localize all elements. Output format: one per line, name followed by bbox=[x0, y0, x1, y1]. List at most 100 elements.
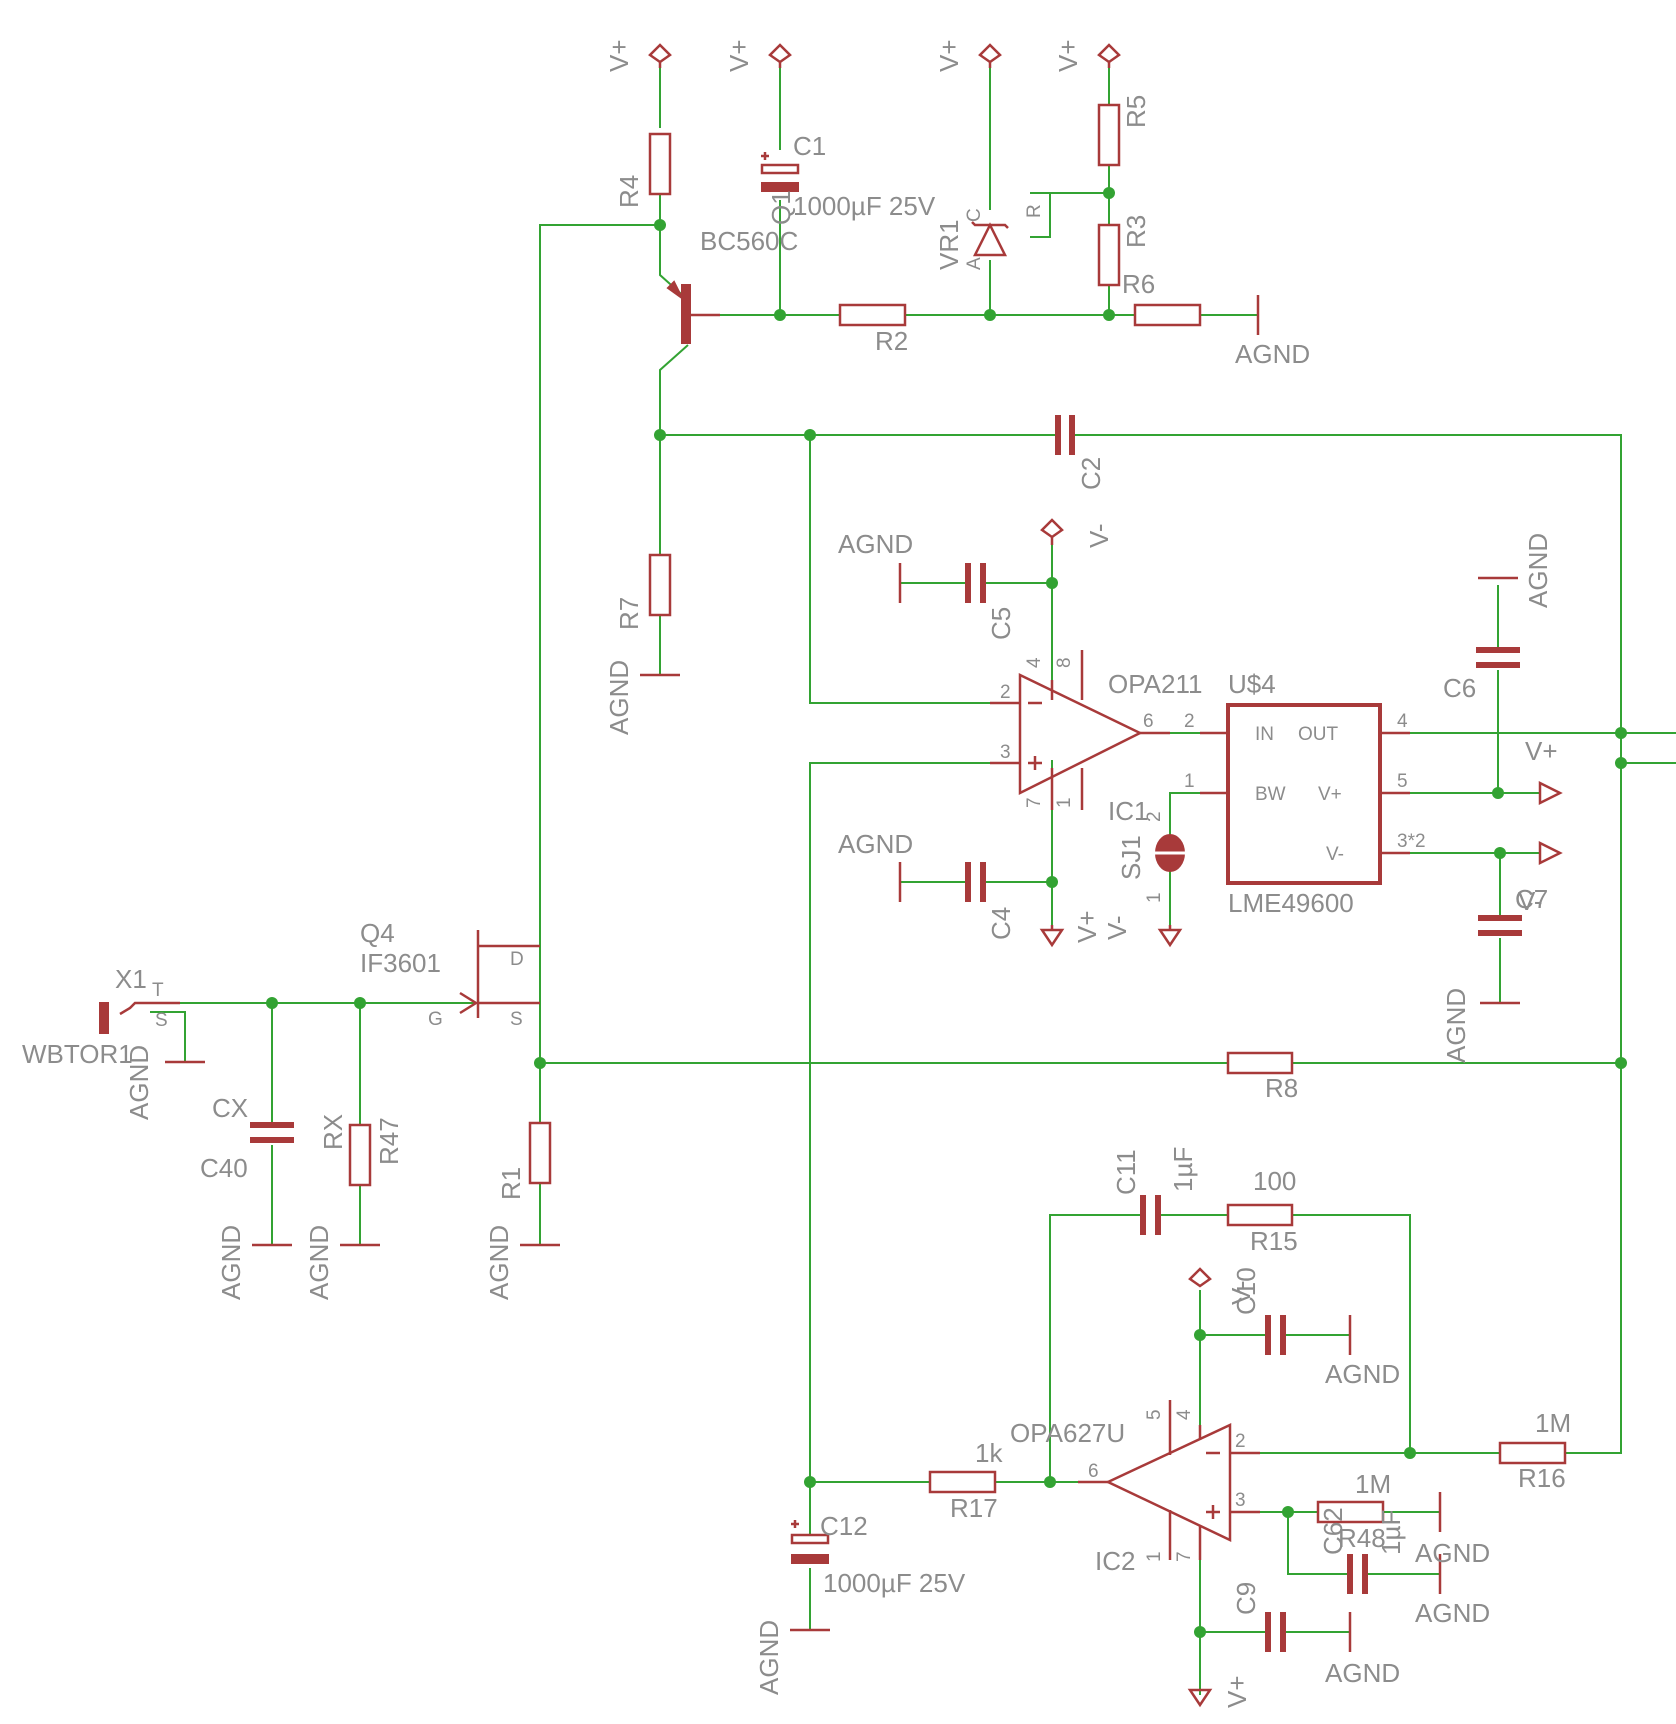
junction-dot bbox=[1494, 847, 1506, 859]
label-vplus: V+ bbox=[1053, 39, 1083, 72]
junction-dot bbox=[1103, 309, 1115, 321]
label-q4: Q4 bbox=[360, 918, 395, 948]
label-x1-value: WBTOR1 bbox=[22, 1039, 133, 1069]
label-r15-value: 100 bbox=[1253, 1166, 1296, 1196]
label-opa627u: OPA627U bbox=[1010, 1418, 1125, 1448]
pin-number: 3 bbox=[1000, 742, 1011, 763]
label-ic1: IC1 bbox=[1108, 796, 1148, 826]
resistor-r47 bbox=[348, 1123, 372, 1187]
label-r8: R8 bbox=[1265, 1073, 1298, 1103]
label-c4: C4 bbox=[986, 907, 1016, 940]
label-lme-in: IN bbox=[1255, 724, 1274, 745]
transistor-q1 bbox=[681, 284, 691, 344]
label-agnd: AGND bbox=[216, 1225, 246, 1300]
label-q1: Q1 bbox=[766, 190, 796, 225]
label-lme49600: LME49600 bbox=[1228, 888, 1354, 918]
vplus-arrow-icon bbox=[1097, 43, 1121, 64]
ics bbox=[990, 650, 1410, 1560]
label-agnd: AGND bbox=[1415, 1598, 1490, 1628]
wire-feedback bbox=[1072, 434, 1622, 1454]
label-vplus: V+ bbox=[1072, 910, 1102, 943]
label-r3: R3 bbox=[1121, 215, 1151, 248]
label-vplus: V+ bbox=[934, 39, 964, 72]
label-c11-value: 1µF bbox=[1168, 1147, 1198, 1192]
label-cx: CX bbox=[212, 1093, 248, 1123]
junction-dot bbox=[1103, 187, 1115, 199]
pin-number: 2 bbox=[1184, 711, 1195, 732]
resistor-r17 bbox=[928, 1470, 997, 1494]
label-r6: R6 bbox=[1122, 269, 1155, 299]
junction-dot bbox=[534, 1057, 546, 1069]
resistor-r5 bbox=[1097, 103, 1121, 167]
pin-number: 2 bbox=[1000, 682, 1011, 703]
label-rx: RX bbox=[318, 1114, 348, 1150]
label-q1-value: BC560C bbox=[700, 226, 798, 256]
capacitor-c12 bbox=[790, 1533, 830, 1545]
label-c62-value: 1µF bbox=[1376, 1510, 1406, 1555]
junction-dot bbox=[1194, 1329, 1206, 1341]
resistor-r7 bbox=[648, 553, 672, 617]
right-arrow-icon bbox=[1538, 840, 1563, 866]
label-r48-value: 1M bbox=[1355, 1469, 1391, 1499]
label-agnd: AGND bbox=[1325, 1658, 1400, 1688]
label-c9: C9 bbox=[1231, 1582, 1261, 1615]
vplus-arrow-icon bbox=[978, 43, 1002, 64]
label-c1-value: 1000µF 25V bbox=[793, 191, 936, 221]
resistor-r48 bbox=[1316, 1500, 1385, 1524]
junction-dot bbox=[1615, 1057, 1627, 1069]
label-r4: R4 bbox=[614, 175, 644, 208]
junction-dot bbox=[1194, 1626, 1206, 1638]
capacitors bbox=[250, 152, 1522, 1652]
wire bbox=[1169, 792, 1228, 835]
pin-number: 6 bbox=[1143, 711, 1154, 732]
label-r5: R5 bbox=[1121, 95, 1151, 128]
label-c12: C12 bbox=[820, 1511, 868, 1541]
pin-number: 2 bbox=[1144, 811, 1165, 822]
junctions bbox=[266, 187, 1627, 1638]
resistor-r1 bbox=[528, 1121, 552, 1185]
resistor-r3 bbox=[1097, 223, 1121, 287]
label-r17-value: 1k bbox=[975, 1438, 1003, 1468]
label-agnd: AGND bbox=[604, 660, 634, 735]
down-arrow-icon bbox=[1157, 928, 1183, 948]
vplus-arrow-icon bbox=[648, 43, 672, 64]
label-c62: C62 bbox=[1318, 1507, 1348, 1555]
junction-dot bbox=[1404, 1447, 1416, 1459]
pin-number: 1 bbox=[1184, 771, 1195, 792]
power-symbols bbox=[165, 43, 1563, 1708]
capacitor-c1 bbox=[760, 163, 800, 175]
vminus-arrow-icon bbox=[1040, 518, 1064, 539]
label-agnd: AGND bbox=[484, 1225, 514, 1300]
junction-dot bbox=[1615, 757, 1627, 769]
wire bbox=[1287, 1512, 1350, 1575]
wire-q4-drain bbox=[539, 224, 660, 1046]
vminus-arrow-icon bbox=[1188, 1267, 1212, 1288]
label-vminus: V- bbox=[1518, 886, 1543, 916]
pin-number: 1 bbox=[1144, 892, 1165, 903]
junction-dot bbox=[266, 997, 278, 1009]
label-ic2: IC2 bbox=[1095, 1546, 1135, 1576]
pin-number: 2 bbox=[1235, 1431, 1246, 1452]
junction-dot bbox=[654, 429, 666, 441]
junction-dot bbox=[1615, 727, 1627, 739]
resistor-r2 bbox=[838, 303, 907, 327]
label-c1: C1 bbox=[793, 131, 826, 161]
label-vplus: V+ bbox=[724, 39, 754, 72]
label-q4-value: IF3601 bbox=[360, 948, 441, 978]
label-lme-vplus: V+ bbox=[1318, 784, 1342, 805]
wire bbox=[1030, 192, 1051, 238]
label-r16: R16 bbox=[1518, 1463, 1566, 1493]
label-r48: R48 bbox=[1338, 1523, 1386, 1553]
label-r15: R15 bbox=[1250, 1226, 1298, 1256]
label-vr1: VR1 bbox=[934, 219, 964, 270]
label-q4-s: S bbox=[510, 1009, 523, 1030]
zener-vr1 bbox=[972, 222, 1008, 257]
label-r47: R47 bbox=[374, 1117, 404, 1165]
label-lme-bw: BW bbox=[1255, 784, 1286, 805]
label-q4-d: D bbox=[510, 949, 524, 970]
junction-dot bbox=[654, 219, 666, 231]
wire bbox=[809, 435, 1018, 704]
label-x1-s: S bbox=[155, 1010, 168, 1031]
